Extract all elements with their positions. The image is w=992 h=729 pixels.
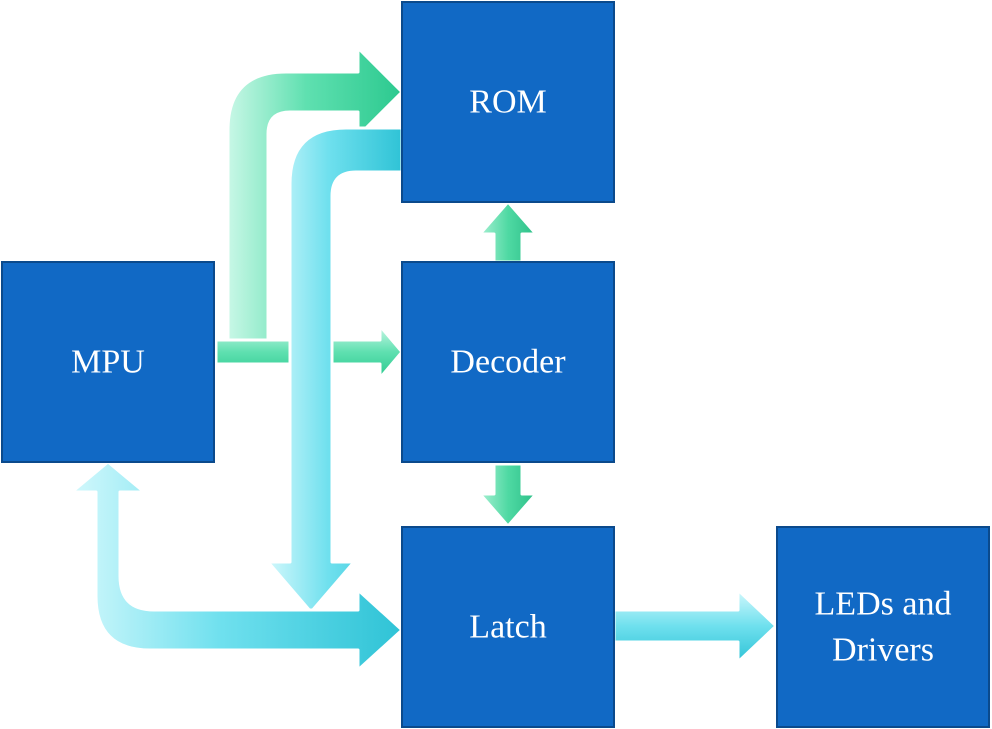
mpu-block: MPU (1, 261, 215, 463)
leds-drivers-block: LEDs and Drivers (776, 526, 990, 728)
decoder-label: Decoder (450, 344, 566, 381)
arrow-mpu-to-rom (226, 46, 404, 342)
mpu-label: MPU (71, 344, 145, 381)
arrow-decoder-to-latch (478, 462, 538, 528)
arrow-decoder-to-rom (478, 200, 538, 264)
rom-label: ROM (469, 84, 546, 121)
decoder-block: Decoder (401, 261, 615, 463)
arrow-latch-to-leds (612, 588, 778, 664)
leds-label-line2: Drivers (832, 632, 934, 669)
rom-block: ROM (401, 1, 615, 203)
arrow-rom-to-latch (266, 126, 404, 614)
latch-block: Latch (401, 526, 615, 728)
latch-label: Latch (469, 609, 546, 646)
arrow-mpu-latch (70, 460, 404, 672)
leds-label-line1: LEDs and (815, 586, 952, 623)
